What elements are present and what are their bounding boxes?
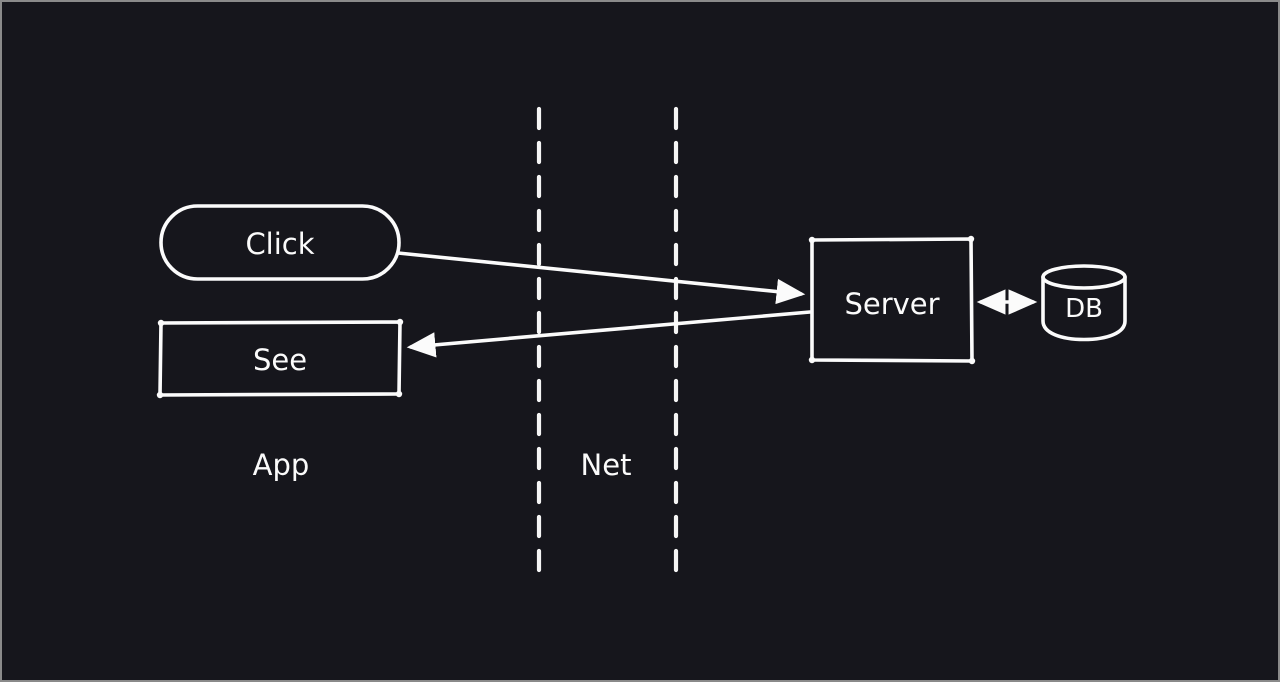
db-cylinder-top xyxy=(1041,264,1127,290)
node-see: See xyxy=(156,318,404,399)
node-click: Click xyxy=(159,204,401,281)
node-server-label: Server xyxy=(844,287,939,321)
corner-dot xyxy=(808,236,816,244)
node-db-label: DB xyxy=(1065,294,1103,324)
corner-dot xyxy=(967,235,975,243)
node-see-label: See xyxy=(253,343,307,377)
corner-dot xyxy=(396,318,404,326)
node-server: Server xyxy=(808,235,976,365)
db-cylinder-body xyxy=(1041,275,1127,342)
zone-label-net: Net xyxy=(581,448,632,482)
zone-label-app: App xyxy=(253,448,310,482)
arrow-server-to-see xyxy=(406,310,812,358)
click-pill-shape xyxy=(159,204,401,281)
corner-dot xyxy=(157,319,165,327)
corner-dot xyxy=(395,390,403,398)
corner-dot xyxy=(968,357,976,365)
arrow-click-to-server xyxy=(396,251,806,305)
corner-dot xyxy=(808,356,816,364)
corner-dot xyxy=(156,391,164,399)
node-db: DB xyxy=(1041,264,1127,342)
node-click-label: Click xyxy=(245,227,314,261)
